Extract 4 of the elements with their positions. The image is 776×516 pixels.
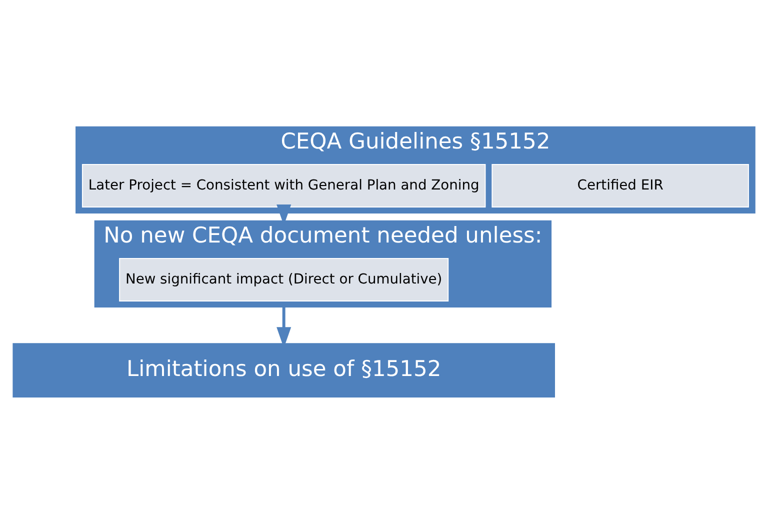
- node-box: Limitations on use of §15152: [12, 343, 555, 398]
- node-box: Later Project = Consistent with General Plan and Zoning: [82, 164, 486, 208]
- node-box: Certified EIR: [492, 164, 749, 208]
- node-box: New significant impact (Direct or Cumulative): [119, 258, 449, 302]
